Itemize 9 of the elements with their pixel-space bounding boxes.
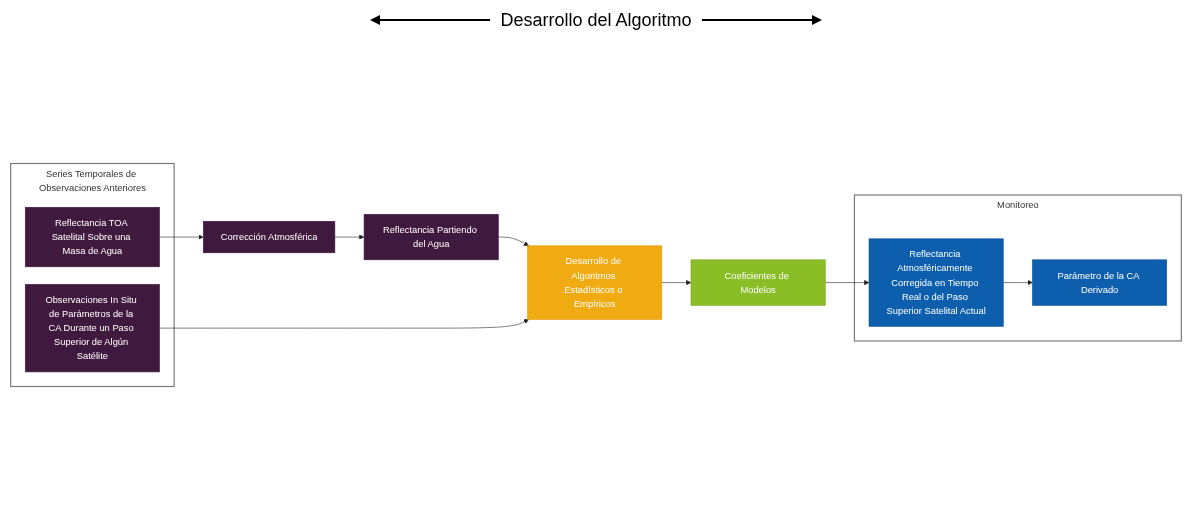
section-heading: Desarrollo del Algoritmo	[500, 9, 692, 31]
node-box: Reflectancia TOA Satelital Sobre una Masa de Agua	[24, 207, 160, 268]
node-box: Coeficientes de Modelos	[690, 259, 826, 306]
node-box: Reflectancia Atmosféricamente Corregida en Tiempo Real o del Paso Superior Satelital Actual	[868, 238, 1004, 327]
node-box: Parámetro de la CA Derivado	[1032, 259, 1168, 306]
node-box: Desarrollo de Algoritmos Estadísticos o Empíricos	[527, 245, 663, 320]
node-box: Observaciones In Situ de Parámetros de la CA Durante un Paso Superior de Algún Satélite	[24, 284, 160, 373]
node-box: Corrección Atmosférica	[203, 221, 336, 254]
node-box: Reflectancia Partiendo del Agua	[363, 214, 499, 261]
